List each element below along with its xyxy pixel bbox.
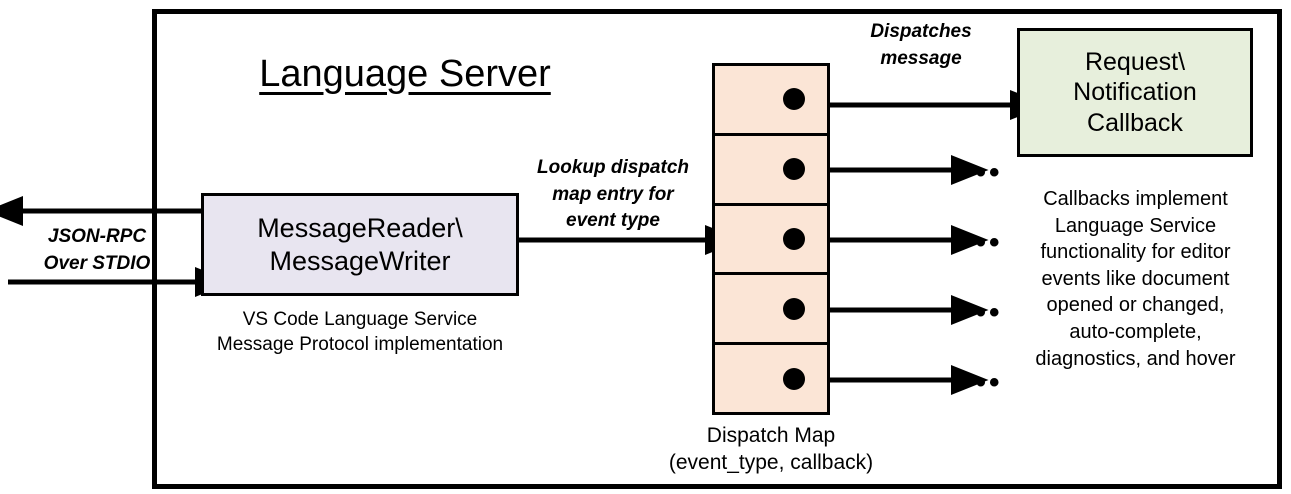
message-reader-writer-box[interactable]: MessageReader\ MessageWriter bbox=[201, 193, 519, 296]
dispatch-map-row[interactable] bbox=[715, 275, 827, 346]
dispatch-map-row[interactable] bbox=[715, 136, 827, 206]
ellipsis-row-2: ••• bbox=[962, 156, 1003, 189]
page-title: Language Server bbox=[259, 53, 551, 95]
request-notification-callback-label: Request\ Notification Callback bbox=[1073, 47, 1197, 137]
request-notification-callback-box[interactable]: Request\ Notification Callback bbox=[1017, 28, 1253, 157]
dispatch-map-table[interactable] bbox=[712, 63, 830, 415]
dispatch-entry-dot-icon bbox=[783, 297, 805, 320]
message-reader-writer-caption: VS Code Language Service Message Protoco… bbox=[216, 309, 504, 356]
dispatch-map-row[interactable] bbox=[715, 206, 827, 276]
dispatch-entry-dot-icon bbox=[783, 88, 805, 111]
lookup-dispatch-label: Lookup dispatch map entry for event type bbox=[537, 157, 689, 232]
dispatches-message-label: Dispatches message bbox=[870, 21, 972, 69]
jsonrpc-transport-label: JSON-RPC Over STDIO bbox=[43, 226, 151, 274]
ellipsis-row-5: ••• bbox=[962, 366, 1003, 399]
dispatch-map-row[interactable] bbox=[715, 66, 827, 136]
dispatch-map-row[interactable] bbox=[715, 345, 827, 412]
dispatch-entry-dot-icon bbox=[783, 158, 805, 181]
dispatch-entry-dot-icon bbox=[783, 367, 805, 390]
ellipsis-row-3: ••• bbox=[962, 226, 1003, 259]
ellipsis-row-4: ••• bbox=[962, 296, 1003, 329]
dispatch-map-caption: Dispatch Map (event_type, callback) bbox=[668, 424, 874, 474]
dispatch-entry-dot-icon bbox=[783, 227, 805, 250]
callback-caption: Callbacks implement Language Service fun… bbox=[1035, 188, 1236, 370]
message-reader-writer-label: MessageReader\ MessageWriter bbox=[257, 212, 463, 276]
